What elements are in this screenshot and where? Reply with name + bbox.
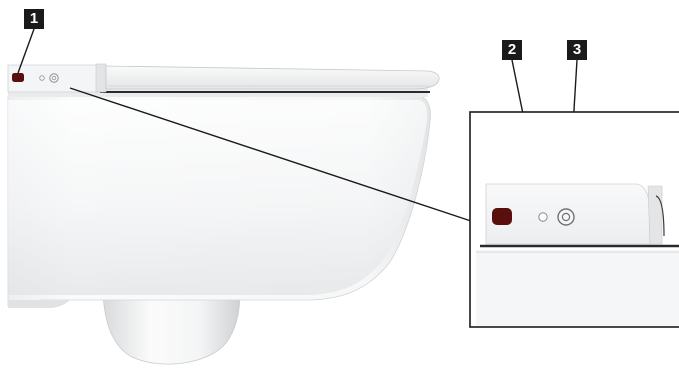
detail-zoom-panel	[470, 112, 679, 327]
sensor-window-zoomed	[492, 208, 512, 225]
push-button-icon	[50, 74, 58, 82]
toilet-illustration	[8, 64, 439, 364]
callout-label-3: 3	[567, 40, 587, 60]
push-button-zoomed	[558, 209, 574, 225]
callout-label-1: 1	[24, 9, 44, 29]
indicator-light-zoomed	[539, 213, 547, 221]
callout-label-2: 2	[502, 40, 522, 60]
toilet-pedestal	[103, 292, 240, 364]
sensor-window-icon	[12, 73, 24, 82]
